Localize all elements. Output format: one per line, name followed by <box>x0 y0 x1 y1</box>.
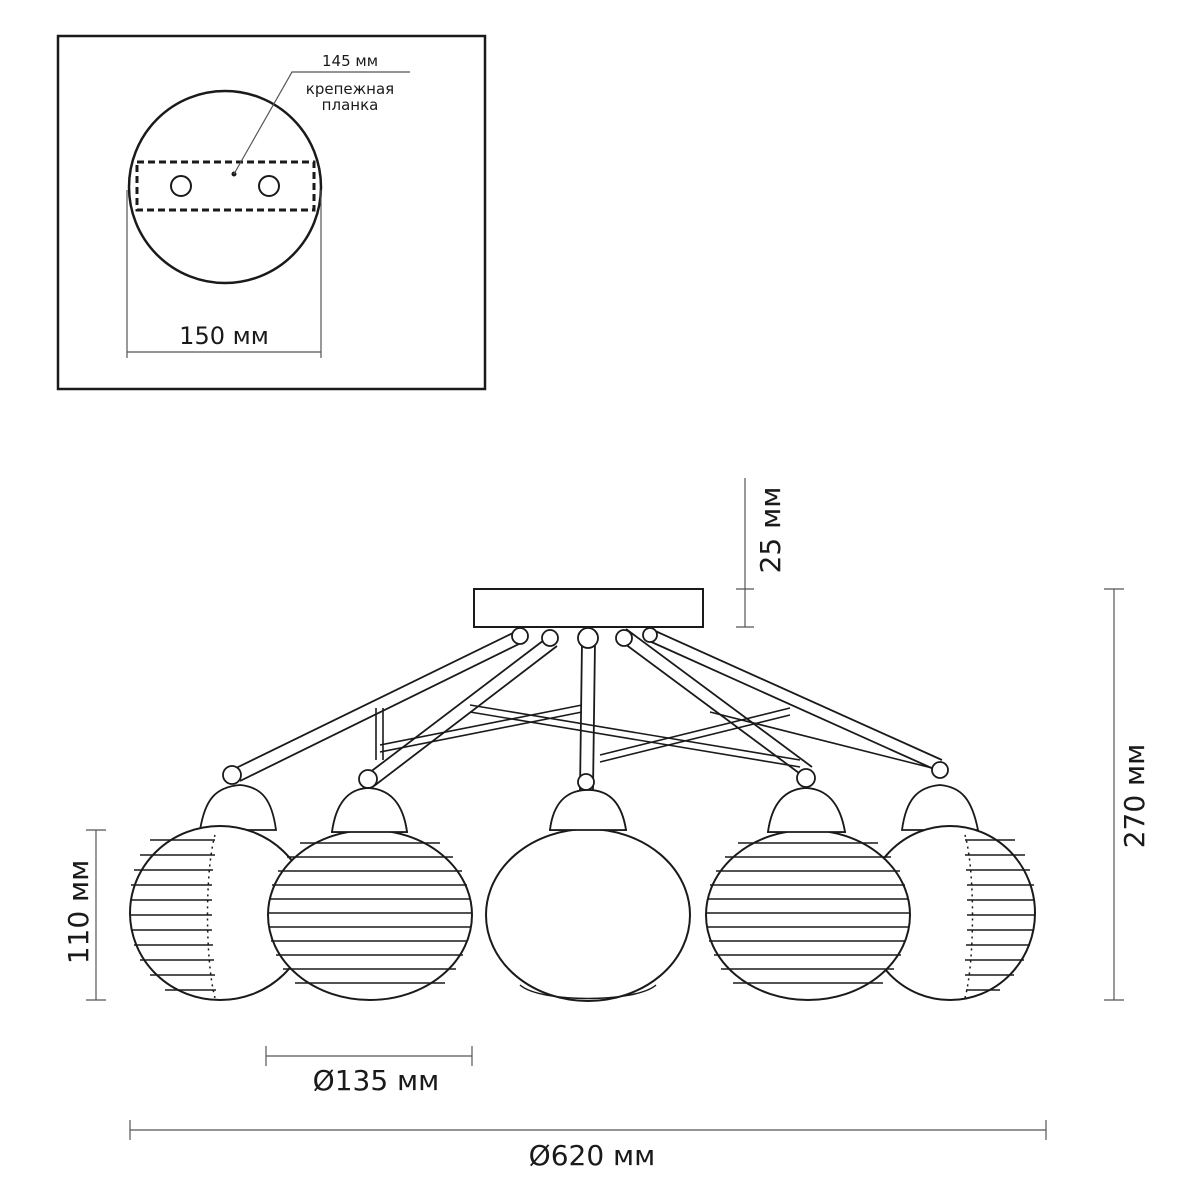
shade-right <box>705 829 911 1001</box>
dimension-shade-diameter: Ø135 мм <box>265 1046 473 1097</box>
bracket-label-line2: планка <box>322 96 379 114</box>
arm-joints <box>511 627 658 649</box>
canopy-height-label: 25 мм <box>754 487 787 574</box>
ceiling-canopy <box>473 588 704 628</box>
bracket-leader-line <box>233 71 410 175</box>
total-height-label: 270 мм <box>1118 744 1151 849</box>
shade-center <box>485 828 691 1002</box>
total-diameter-label: Ø620 мм <box>529 1139 656 1172</box>
screw-hole-right <box>258 175 280 197</box>
dimension-total-height: 270 мм <box>1104 588 1151 1001</box>
cross-struts <box>375 704 941 771</box>
lamp-arms <box>231 628 943 791</box>
screw-hole-left <box>170 175 192 197</box>
base-diameter-label: 150 мм <box>179 322 269 350</box>
bracket-label-line1: крепежная <box>306 80 394 98</box>
arm-end-knobs <box>222 761 949 791</box>
shade-holders-front <box>330 787 847 833</box>
mounting-base-circle <box>127 89 323 285</box>
plate-width-label: 145 мм <box>322 52 378 70</box>
mounting-bracket <box>135 160 316 212</box>
shade-height-label: 110 мм <box>62 860 95 965</box>
mounting-plate-inset: 145 мм крепежная планка 150 мм <box>56 34 487 391</box>
dimension-canopy-height: 25 мм <box>736 478 787 628</box>
shade-left <box>267 829 473 1001</box>
shade-diameter-label: Ø135 мм <box>313 1064 440 1097</box>
chandelier-side-view <box>129 588 1036 1002</box>
inset-frame <box>56 34 487 391</box>
dimension-shade-height: 110 мм <box>62 829 106 1001</box>
shade-far-left <box>129 825 311 1001</box>
dimension-total-diameter: Ø620 мм <box>129 1120 1047 1172</box>
